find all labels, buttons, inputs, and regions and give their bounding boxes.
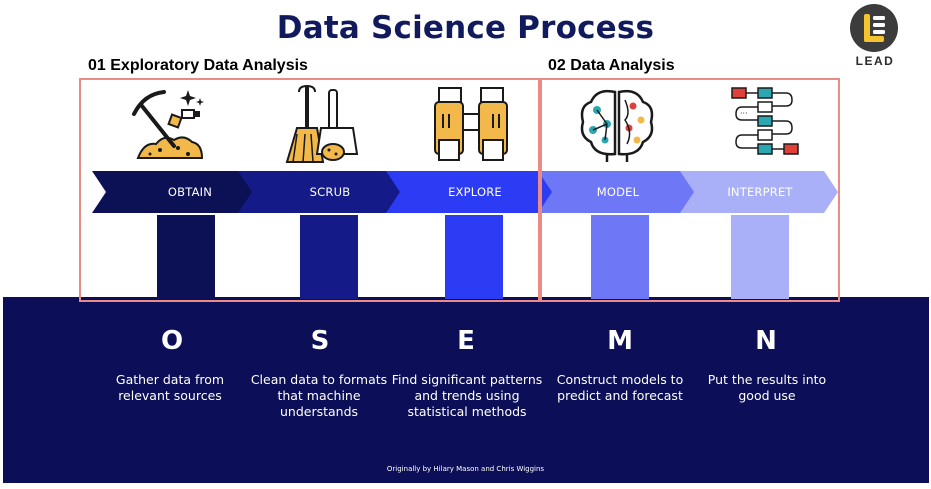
- explore-label: EXPLORE: [448, 185, 502, 199]
- model-stem: [591, 215, 649, 299]
- interpret-description: Put the results into good use: [707, 372, 827, 403]
- lead-logo-mark: [850, 4, 898, 52]
- model-letter: M: [607, 326, 633, 356]
- interpret-stem: [731, 215, 789, 299]
- interpret-label: INTERPRET: [727, 185, 793, 199]
- explore-description: Find significant patterns and trends usi…: [391, 372, 543, 419]
- lead-logo: LEAD: [847, 4, 903, 68]
- descriptions-band: [3, 297, 929, 483]
- binoculars-icon: [431, 84, 511, 164]
- scrub-label: SCRUB: [309, 185, 351, 199]
- scrub-description: Clean data to formats that machine under…: [250, 372, 388, 419]
- obtain-chevron: [92, 171, 276, 213]
- pickaxe-icon: [130, 84, 210, 164]
- section-label-data-analysis: 02 Data Analysis: [548, 57, 675, 74]
- lead-logo-text: LEAD: [855, 54, 895, 68]
- brain-icon: [577, 84, 657, 164]
- model-description: Construct models to predict and forecast: [556, 372, 684, 403]
- obtain-stem: [157, 215, 215, 299]
- credit-line: Originally by Hilary Mason and Chris Wig…: [386, 465, 545, 473]
- scrub-stem: [300, 215, 358, 299]
- explore-stem: [445, 215, 503, 299]
- model-label: MODEL: [596, 185, 640, 199]
- explore-chevron: [386, 171, 558, 213]
- obtain-letter: O: [160, 326, 184, 356]
- flowchart-icon: ··· ···: [726, 84, 806, 164]
- scrub-chevron: [238, 171, 422, 213]
- interpret-chevron: [680, 171, 838, 213]
- broom-icon: [283, 84, 363, 164]
- model-chevron: [538, 171, 706, 213]
- explore-letter: E: [457, 326, 475, 356]
- page-title: Data Science Process: [276, 10, 655, 46]
- section-label-exploratory: 01 Exploratory Data Analysis: [88, 57, 308, 74]
- scrub-letter: S: [310, 326, 330, 356]
- obtain-description: Gather data from relevant sources: [115, 372, 225, 403]
- interpret-letter: N: [755, 326, 777, 356]
- svg-text:···: ···: [740, 109, 748, 118]
- obtain-label: OBTAIN: [167, 185, 213, 199]
